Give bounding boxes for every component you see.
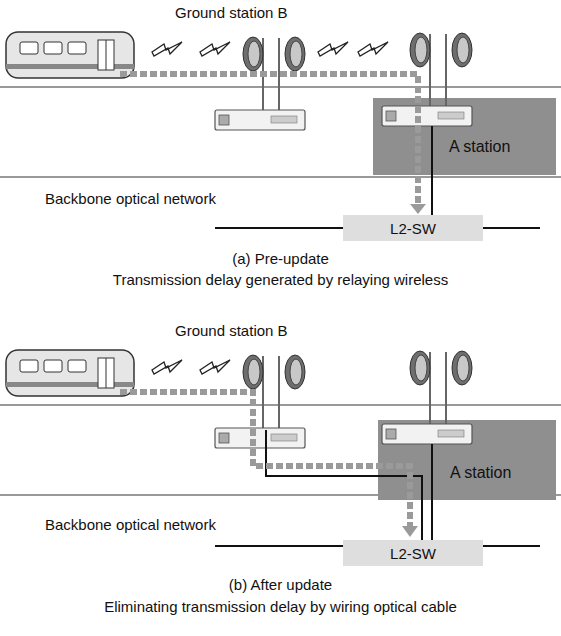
drawing-part bbox=[438, 430, 464, 437]
drawing-part bbox=[219, 433, 229, 443]
drawing-part bbox=[200, 360, 230, 374]
drawing-part bbox=[431, 444, 433, 500]
node-label: A station bbox=[449, 138, 510, 156]
drawing-part bbox=[438, 112, 464, 119]
drawing-part bbox=[68, 42, 86, 54]
drawing-part bbox=[243, 355, 263, 389]
drawing-part bbox=[106, 358, 107, 388]
annotation-label: Ground station B bbox=[175, 322, 288, 339]
drawing-part bbox=[20, 360, 38, 372]
drawing-part bbox=[6, 350, 134, 396]
caption-text: (a) Pre-update bbox=[232, 250, 329, 267]
drawing-part bbox=[278, 38, 280, 110]
drawing-part bbox=[278, 356, 280, 428]
drawing-part bbox=[44, 360, 62, 372]
annotation-label: Ground station B bbox=[175, 4, 288, 21]
drawing-part bbox=[120, 392, 410, 528]
drawing-part bbox=[402, 526, 418, 537]
drawing-part bbox=[248, 41, 260, 67]
annotation-label: Backbone optical network bbox=[45, 516, 216, 533]
caption-text: Eliminating transmission delay by wiring… bbox=[104, 598, 457, 615]
drawing-part bbox=[285, 37, 305, 71]
drawing-part bbox=[415, 355, 427, 381]
station-equipment bbox=[378, 420, 556, 500]
drawing-part bbox=[6, 382, 134, 387]
node-label: L2-SW bbox=[390, 545, 436, 562]
drawing-part bbox=[386, 429, 396, 439]
drawing-part bbox=[152, 42, 182, 56]
station-equipment bbox=[373, 98, 556, 175]
drawing-part bbox=[20, 42, 38, 54]
optical-cable bbox=[431, 500, 433, 540]
switch-box: L2-SW bbox=[343, 215, 483, 241]
drawing-part bbox=[452, 351, 472, 385]
drawing-part bbox=[0, 176, 561, 178]
drawing-part bbox=[445, 34, 447, 106]
drawing-part bbox=[0, 404, 561, 406]
drawing-part bbox=[200, 42, 230, 56]
drawing-part bbox=[415, 37, 427, 63]
drawing-part bbox=[120, 33, 472, 214]
drawing-part bbox=[271, 116, 297, 123]
drawing-part bbox=[285, 355, 305, 389]
drawing-part bbox=[44, 42, 62, 54]
switch-box: L2-SW bbox=[343, 540, 483, 566]
node-label: L2-SW bbox=[390, 220, 436, 237]
drawing-part bbox=[120, 74, 418, 206]
drawing-part bbox=[382, 106, 472, 126]
drawing-part bbox=[106, 40, 107, 70]
optical-cable bbox=[431, 175, 433, 215]
station-box: A station bbox=[373, 98, 556, 175]
station-box: A station bbox=[378, 420, 556, 500]
drawing-part bbox=[410, 204, 426, 214]
drawing-part bbox=[215, 110, 305, 130]
drawing-part bbox=[68, 360, 86, 372]
caption-text: Transmission delay generated by relaying… bbox=[113, 271, 448, 288]
drawing-part bbox=[290, 359, 302, 385]
drawing-part bbox=[215, 428, 305, 448]
drawing-part bbox=[410, 351, 430, 385]
drawing-part bbox=[98, 40, 114, 70]
drawing-part bbox=[457, 355, 469, 381]
drawing-part bbox=[290, 41, 302, 67]
drawing-part bbox=[0, 86, 561, 88]
drawing-part bbox=[243, 37, 263, 71]
drawing-part bbox=[271, 434, 297, 441]
drawing-part bbox=[6, 64, 134, 69]
drawing-part bbox=[120, 351, 472, 540]
drawing-part bbox=[452, 33, 472, 67]
annotation-label: Backbone optical network bbox=[45, 190, 216, 207]
caption-text: (b) After update bbox=[229, 576, 332, 593]
drawing-part bbox=[219, 115, 229, 125]
drawing-part bbox=[6, 32, 134, 78]
drawing-part bbox=[266, 430, 422, 540]
drawing-part bbox=[445, 352, 447, 424]
drawing-part bbox=[457, 37, 469, 63]
drawing-part bbox=[382, 424, 472, 444]
drawing-part bbox=[410, 33, 430, 67]
drawing-part bbox=[98, 358, 114, 388]
node-label: A station bbox=[450, 464, 511, 482]
drawing-part bbox=[431, 126, 433, 175]
drawing-part bbox=[152, 360, 182, 374]
drawing-part bbox=[386, 111, 396, 121]
drawing-part bbox=[318, 42, 348, 56]
drawing-part bbox=[358, 42, 388, 56]
drawing-part bbox=[248, 359, 260, 385]
